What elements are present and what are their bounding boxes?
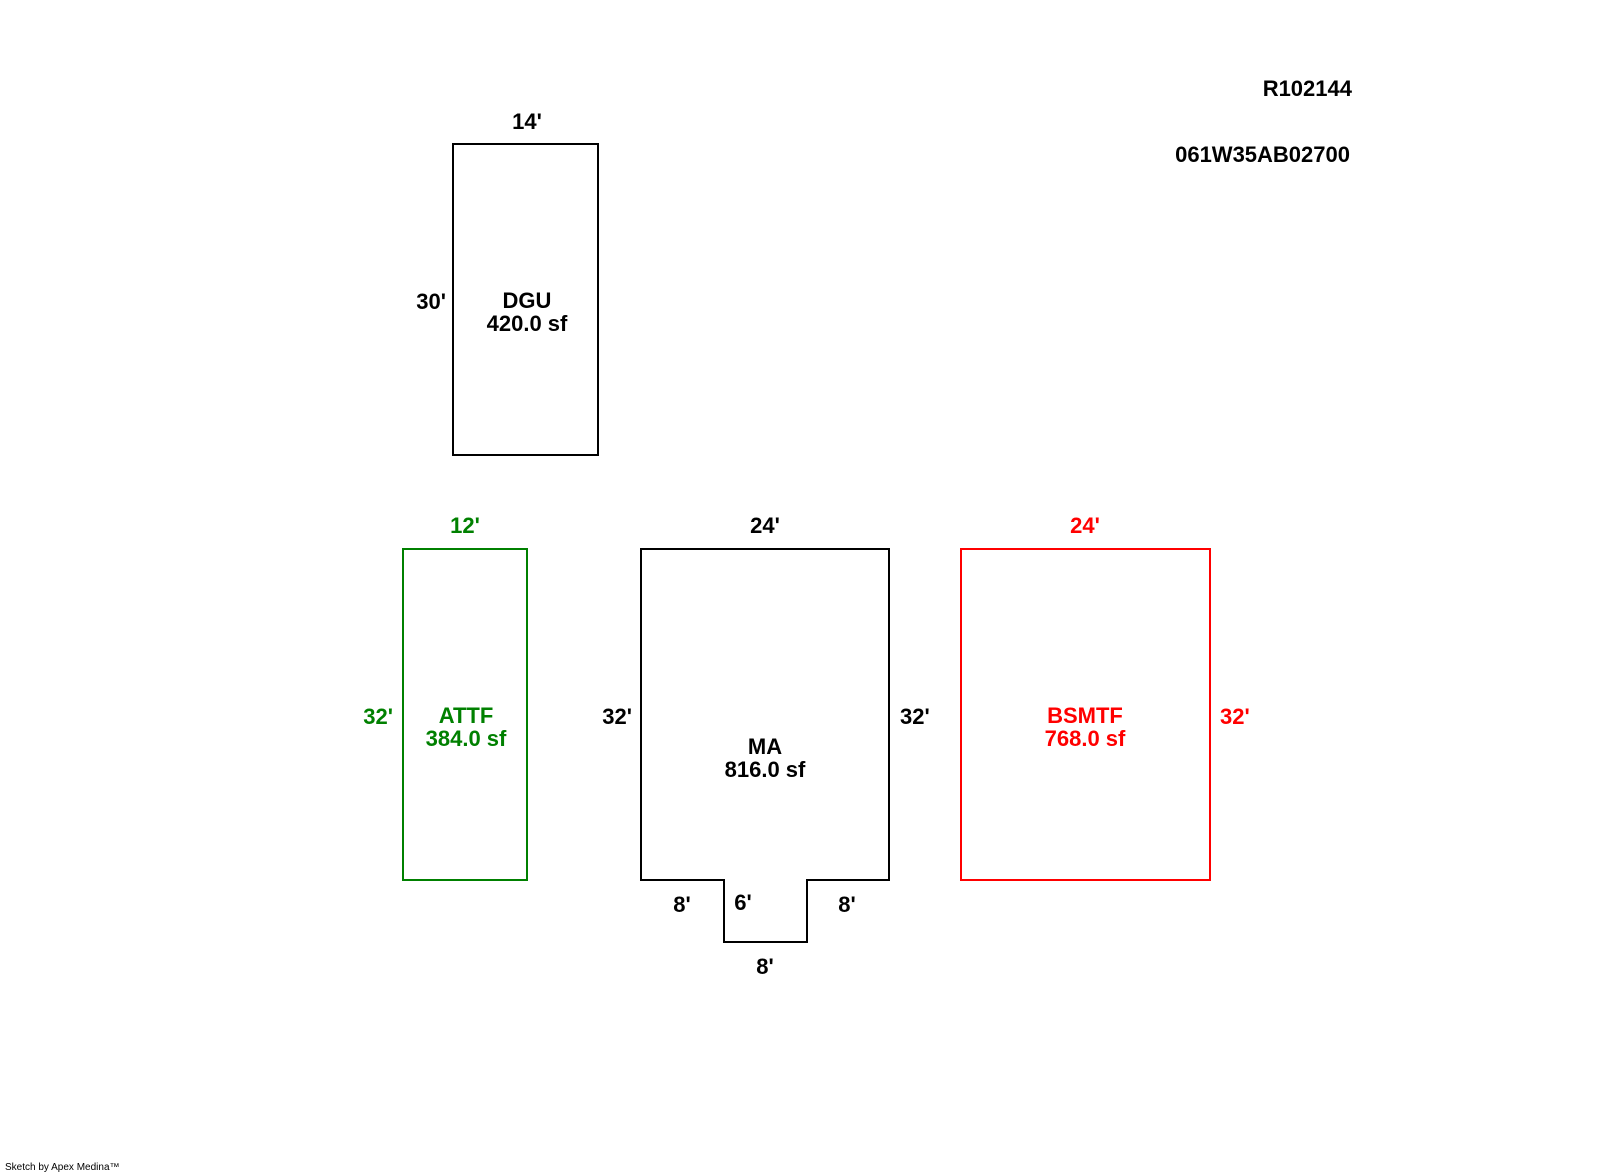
area-ma-size: 816.0 sf — [725, 757, 806, 782]
area-dgu-code: DGU — [503, 288, 552, 313]
account-number: R102144 — [1263, 76, 1353, 101]
area-dgu-size: 420.0 sf — [487, 311, 568, 336]
area-ma-dim-right: 32' — [900, 704, 930, 729]
area-bsmtf-outline — [960, 548, 1211, 881]
area-attf-dim-left: 32' — [363, 704, 393, 729]
area-ma: 24' 32' 32' MA 816.0 sf 8' 6' 8' 8' — [602, 513, 929, 979]
area-ma-dim-notch-bottom: 8' — [756, 954, 773, 979]
area-attf-outline — [402, 548, 528, 881]
area-ma-dim-top: 24' — [750, 513, 780, 538]
area-dgu-dim-left: 30' — [416, 289, 446, 314]
area-bsmtf-dim-right: 32' — [1220, 704, 1250, 729]
area-ma-dim-bottom-right: 8' — [838, 892, 855, 917]
sketch-credit: Sketch by Apex Medina™ — [5, 1162, 120, 1173]
area-dgu-outline — [452, 143, 599, 456]
area-bsmtf-dim-top: 24' — [1070, 513, 1100, 538]
area-dgu: 14' 30' DGU 420.0 sf — [416, 109, 599, 456]
area-bsmtf-size: 768.0 sf — [1045, 726, 1126, 751]
area-ma-dim-bottom-left: 8' — [673, 892, 690, 917]
area-dgu-dim-top: 14' — [512, 109, 542, 134]
area-attf: 12' 32' ATTF 384.0 sf — [363, 513, 528, 881]
area-attf-dim-top: 12' — [450, 513, 480, 538]
area-attf-code: ATTF — [439, 703, 494, 728]
map-tax-lot: 061W35AB02700 — [1175, 142, 1350, 167]
area-attf-size: 384.0 sf — [426, 726, 507, 751]
area-bsmtf-code: BSMTF — [1047, 703, 1123, 728]
area-bsmtf: 24' 32' BSMTF 768.0 sf — [960, 513, 1250, 881]
area-ma-outline — [640, 548, 890, 943]
area-ma-dim-left: 32' — [602, 704, 632, 729]
area-ma-code: MA — [748, 734, 782, 759]
area-ma-dim-notch-side: 6' — [734, 890, 751, 915]
